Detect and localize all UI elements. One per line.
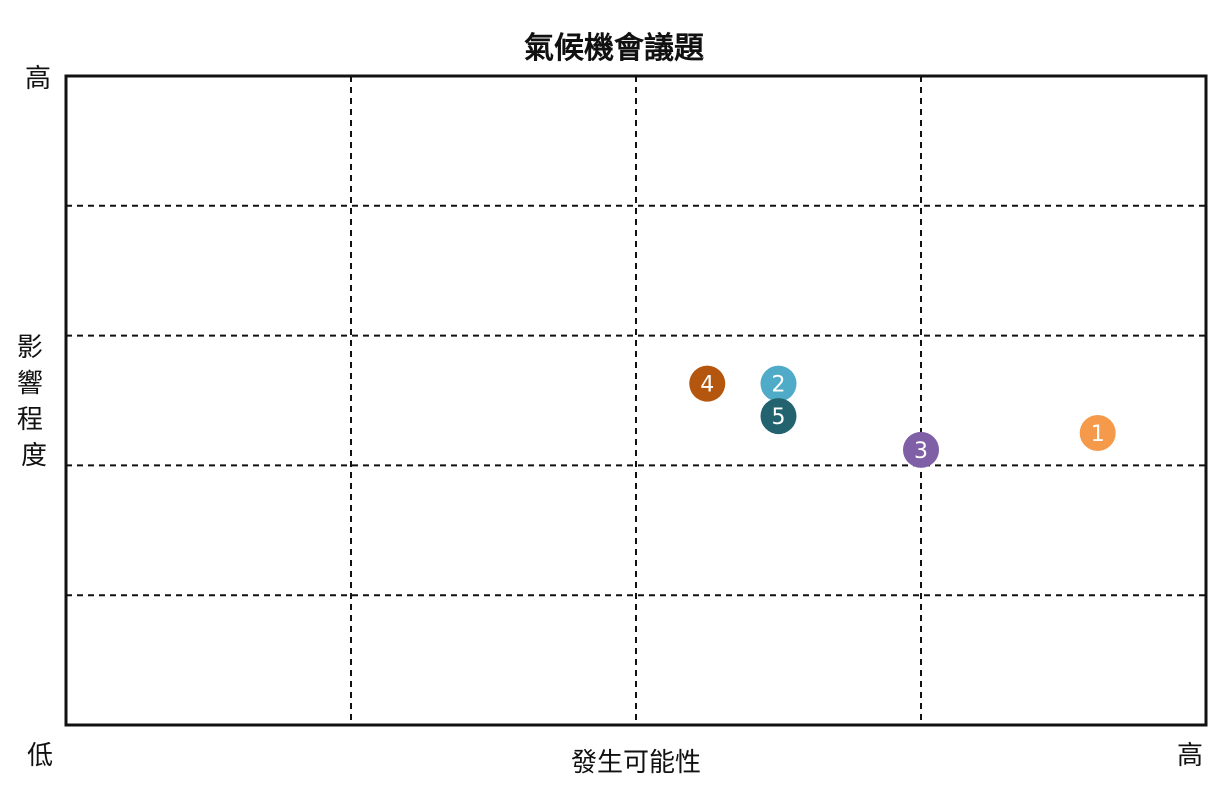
x-axis-low-label: 低 xyxy=(27,741,53,771)
data-point-label: 5 xyxy=(772,405,786,430)
data-point-marker xyxy=(760,365,797,402)
data-point-marker xyxy=(903,431,939,468)
data-point-marker xyxy=(1079,414,1116,451)
data-point-marker xyxy=(760,398,797,435)
data-point-label: 2 xyxy=(772,373,786,398)
y-axis-label: 影 響 程 度 xyxy=(17,333,51,471)
y-axis-high-label: 高 xyxy=(25,64,51,94)
data-point-2: 2 xyxy=(760,365,797,402)
grid-lines xyxy=(66,76,1206,725)
data-point-label: 3 xyxy=(914,439,928,464)
data-point-label: 4 xyxy=(700,373,714,398)
y-axis-label-char: 度 xyxy=(21,441,47,471)
chart-title: 氣候機會議題 xyxy=(524,31,704,66)
plot-area: 1 2 3 4 5 xyxy=(64,74,1208,727)
y-axis-label-char: 程 xyxy=(17,405,43,435)
data-point-3: 3 xyxy=(903,431,939,468)
y-axis-label-char: 影 xyxy=(17,333,43,363)
x-axis-high-label: 高 xyxy=(1177,741,1203,771)
data-point-4: 4 xyxy=(689,365,726,402)
data-point-marker xyxy=(689,365,726,402)
data-points: 1 2 3 4 5 xyxy=(689,365,1116,468)
y-axis-label-char: 響 xyxy=(17,369,43,399)
x-axis-label: 發生可能性 xyxy=(571,748,701,778)
data-point-label: 1 xyxy=(1091,422,1105,447)
data-point-5: 5 xyxy=(760,398,797,435)
data-point-1: 1 xyxy=(1079,414,1116,451)
